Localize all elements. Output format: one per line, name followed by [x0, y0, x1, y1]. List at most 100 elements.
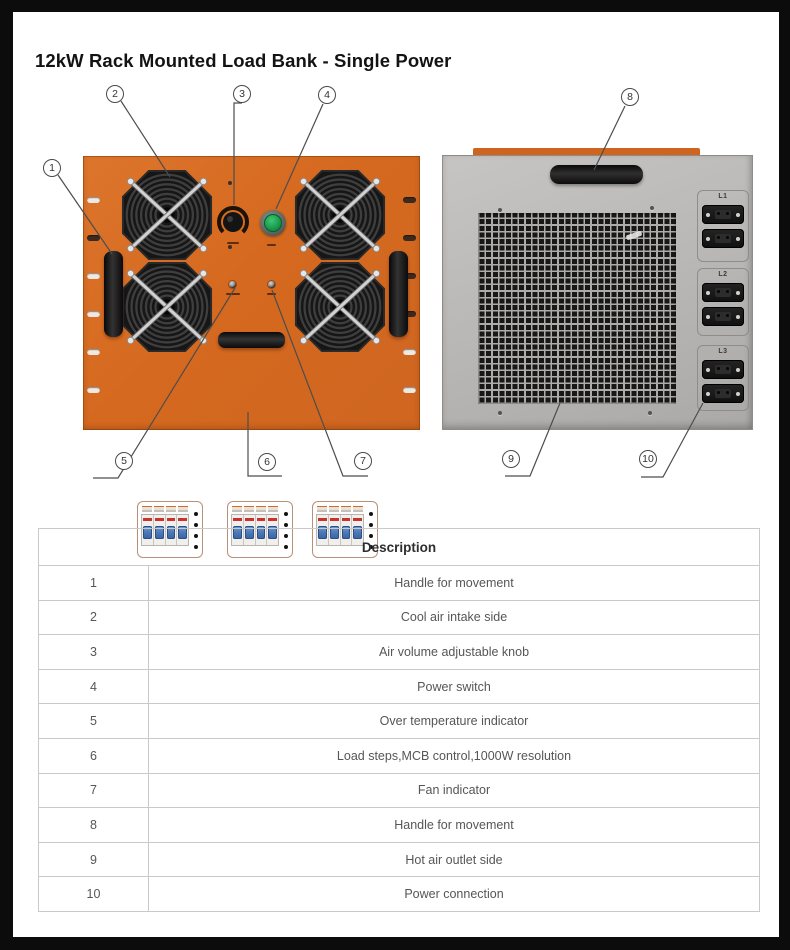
left-handle [104, 251, 123, 337]
table-row: 5 Over temperature indicator [38, 703, 760, 739]
description-table: Description 1 Handle for movement 2 Cool… [38, 528, 760, 912]
power-connector-group-l3: L3 [697, 345, 749, 411]
callout-9-label: 9 [508, 453, 514, 465]
indicator-engraving [226, 293, 240, 295]
power-socket [702, 205, 744, 224]
rack-slot [403, 311, 416, 317]
row-number-cell: 6 [38, 737, 149, 774]
row-description-cell: Handle for movement [148, 565, 760, 601]
row-number-cell: 7 [38, 772, 149, 809]
table-row: 9 Hot air outlet side [38, 841, 760, 878]
row-number-cell: 10 [38, 876, 149, 912]
power-switch-button [260, 210, 286, 236]
table-header-description: Description [38, 528, 760, 566]
callout-1: 1 [43, 159, 61, 177]
page: 12kW Rack Mounted Load Bank - Single Pow… [13, 12, 779, 937]
row-description-cell: Cool air intake side [148, 599, 760, 636]
rack-slot [403, 349, 416, 355]
row-description-cell: Power connection [148, 876, 760, 912]
power-socket [702, 283, 744, 302]
power-connector-group-l1: L1 [697, 190, 749, 262]
table-row: 4 Power switch [38, 668, 760, 705]
power-socket [702, 384, 744, 403]
table-row: 1 Handle for movement [38, 565, 760, 601]
right-handle [389, 251, 408, 337]
callout-6-label: 6 [264, 456, 270, 468]
power-label-engraving [267, 244, 276, 246]
fan-indicator-led [268, 281, 275, 288]
panel-screw [650, 206, 654, 210]
callout-8: 8 [621, 88, 639, 106]
connector-label-l3: L3 [718, 348, 728, 355]
table-row: 10 Power connection [38, 876, 760, 912]
callout-7-label: 7 [360, 455, 366, 467]
row-description-cell: Over temperature indicator [148, 703, 760, 739]
rack-slot [87, 349, 100, 355]
power-socket [702, 229, 744, 248]
callout-4-label: 4 [324, 89, 330, 101]
panel-screw [228, 245, 232, 249]
row-number-cell: 9 [38, 841, 149, 878]
row-number-cell: 2 [38, 599, 149, 636]
knob-label-engraving [227, 242, 239, 244]
mcb-label-strip [317, 506, 365, 512]
row-number-cell: 4 [38, 668, 149, 705]
callout-4: 4 [318, 86, 336, 104]
center-handle [218, 332, 285, 348]
row-description-cell: Power switch [148, 668, 760, 705]
row-number-cell: 8 [38, 807, 149, 843]
row-description-cell: Load steps,MCB control,1000W resolution [148, 737, 760, 774]
callout-1-label: 1 [49, 162, 55, 174]
power-connector-group-l2: L2 [697, 268, 749, 336]
rack-slot [87, 311, 100, 317]
panel-screw [648, 411, 652, 415]
table-row: 3 Air volume adjustable knob [38, 634, 760, 670]
callout-9: 9 [502, 450, 520, 468]
air-volume-knob [215, 204, 251, 240]
row-description-cell: Handle for movement [148, 807, 760, 843]
panel-screw [498, 208, 502, 212]
air-outlet-grille [478, 213, 676, 404]
table-row: 7 Fan indicator [38, 772, 760, 809]
callout-3: 3 [233, 85, 251, 103]
rack-slot [403, 273, 416, 279]
callout-6: 6 [258, 453, 276, 471]
rack-slot [87, 273, 100, 279]
rack-slot [87, 235, 100, 241]
rack-slot [87, 197, 100, 203]
table-row: 8 Handle for movement [38, 807, 760, 843]
callout-8-label: 8 [627, 91, 633, 103]
table-row: 6 Load steps,MCB control,1000W resolutio… [38, 737, 760, 774]
callout-leader-lines [57, 100, 704, 479]
connector-label-l1: L1 [718, 193, 728, 200]
panel-screw [498, 411, 502, 415]
rack-slot [403, 235, 416, 241]
product-figure: L1 L2 L3 [13, 12, 779, 558]
mcb-label-strip [232, 506, 280, 512]
front-view-image [83, 156, 420, 558]
callout-5-label: 5 [121, 455, 127, 467]
panel-screw [228, 181, 232, 185]
callout-5: 5 [115, 452, 133, 470]
rear-top-orange-edge [473, 148, 700, 156]
rack-slot [403, 387, 416, 393]
callout-3-label: 3 [239, 88, 245, 100]
callout-2-label: 2 [112, 88, 118, 100]
power-socket [702, 360, 744, 379]
power-socket [702, 307, 744, 326]
rack-slot [403, 197, 416, 203]
row-description-cell: Hot air outlet side [148, 841, 760, 878]
callout-2: 2 [106, 85, 124, 103]
over-temperature-indicator-led [229, 281, 236, 288]
table-header-row: Description [38, 528, 760, 566]
table-row: 2 Cool air intake side [38, 599, 760, 636]
callout-7: 7 [354, 452, 372, 470]
indicator-engraving [267, 293, 276, 295]
rear-handle [550, 165, 643, 184]
callout-10: 10 [639, 450, 657, 468]
callout-10-label: 10 [642, 453, 654, 465]
page-title: 12kW Rack Mounted Load Bank - Single Pow… [35, 50, 452, 71]
row-description-cell: Air volume adjustable knob [148, 634, 760, 670]
row-number-cell: 3 [38, 634, 149, 670]
